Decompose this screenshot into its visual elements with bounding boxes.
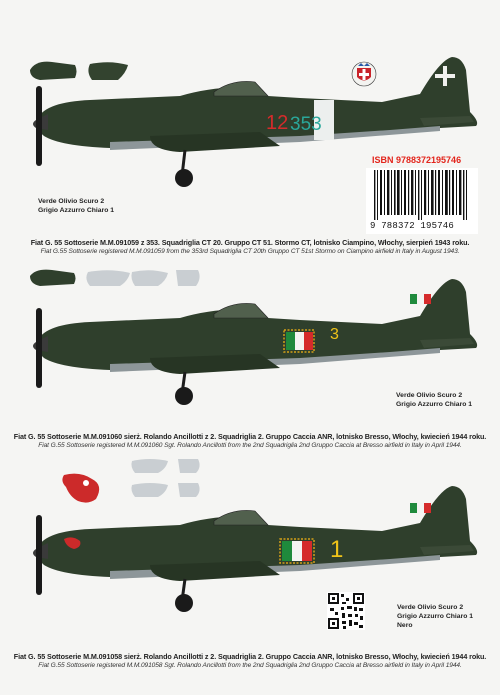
wing-top-left [30, 61, 77, 80]
caption-english-1: Fiat G.55 Sottoserie registered M.M.0910… [40, 248, 460, 255]
legend-color: Grigio Azzurro Chiaro 1 [396, 401, 473, 408]
italian-flag-fuselage [279, 538, 315, 564]
color-legend-2: Verde Olivio Scuro 2 Grigio Azzurro Chia… [396, 391, 472, 409]
fuselage-1 [36, 57, 478, 148]
caption-english-2: Fiat G.55 Sottoserie registered M.M.0910… [38, 442, 462, 449]
propeller-1 [36, 86, 42, 166]
qr-code [327, 592, 365, 630]
yellow-number-1: 1 [330, 536, 344, 563]
red-devil-emblem [62, 473, 100, 503]
caption-polish-1: Fiat G. 55 Sottoserie M.M.091059 z 353. … [30, 238, 470, 247]
caption-english-3: Fiat G.55 Sottoserie registered M.M.0910… [38, 662, 462, 669]
legend-color: Verde Olivio Scuro 2 [397, 604, 464, 611]
italian-flag-tail [410, 503, 431, 513]
canopy-1 [213, 81, 269, 97]
italian-flag-tail [410, 294, 431, 304]
profile-2-illustration [30, 269, 478, 405]
profile-3-illustration [33, 459, 478, 612]
caption-polish-3: Fiat G. 55 Sottoserie M.M.091058 sierż. … [13, 652, 487, 661]
isbn-label: ISBN 9788372195746 [372, 155, 462, 165]
legend-color: Grigio Azzurro Chiaro 1 [38, 207, 115, 214]
yellow-number-3: 3 [330, 326, 339, 343]
caption-polish-2: Fiat G. 55 Sottoserie M.M.091060 sierż. … [13, 432, 487, 441]
legend-color: Grigio Azzurro Chiaro 1 [397, 613, 474, 620]
color-legend-3: Verde Olivio Scuro 2 Grigio Azzurro Chia… [397, 603, 473, 630]
savoy-roundel [351, 61, 377, 87]
barcode-bars [374, 170, 467, 220]
color-legend-1: Verde Olivio Scuro 2 Grigio Azzurro Chia… [38, 197, 114, 215]
white-fuselage-band [314, 100, 334, 140]
wing-top-right [88, 62, 128, 80]
red-number-12: 12 [266, 112, 289, 134]
squadron-number-353: 353 [290, 114, 322, 135]
legend-color: Nero [397, 622, 413, 629]
italian-flag-fuselage [283, 329, 315, 353]
barcode-digits: 9 788372 195746 [370, 221, 478, 231]
profile-1-illustration [30, 57, 478, 187]
legend-color: Verde Olivio Scuro 2 [396, 392, 463, 399]
wing-1 [150, 132, 280, 152]
legend-color: Verde Olivio Scuro 2 [38, 198, 105, 205]
